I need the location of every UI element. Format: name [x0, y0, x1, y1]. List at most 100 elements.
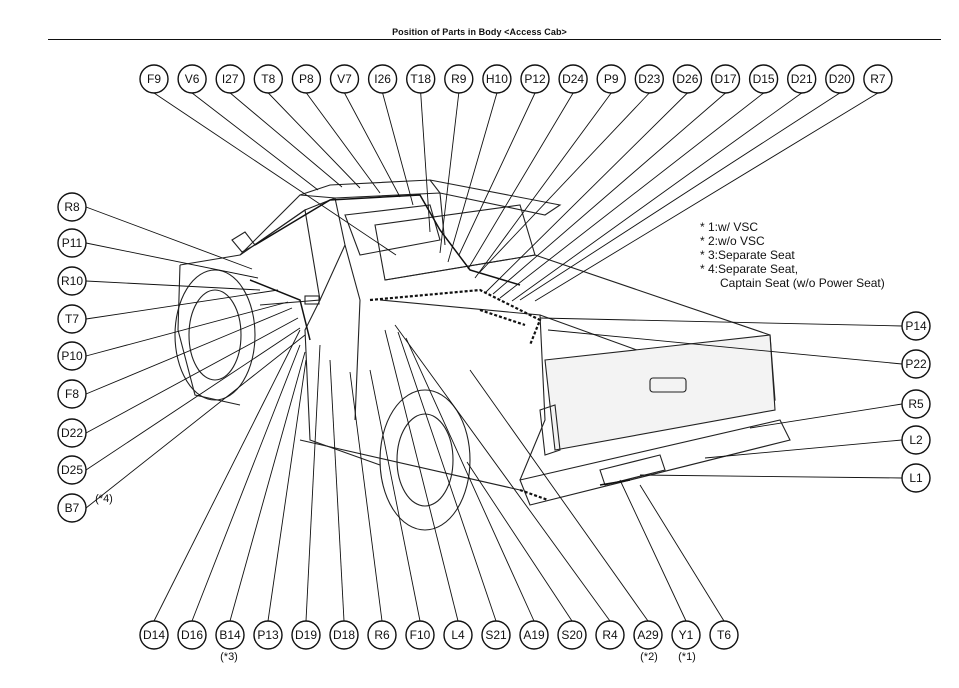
callout-d22: D22 [61, 426, 83, 440]
callout-b14-circle [215, 620, 245, 650]
callout-l4: L4 [451, 628, 465, 642]
callout-d16: D16 [181, 628, 203, 642]
footnote-legend: * 1:w/ VSC * 2:w/o VSC * 3:Separate Seat… [700, 220, 885, 290]
callout-p10-circle [57, 341, 87, 371]
callout-r9: R9 [451, 72, 467, 86]
leader-p13 [267, 359, 307, 622]
callout-d22-circle [57, 418, 87, 448]
leader-t8 [267, 92, 361, 189]
leader-r5 [749, 403, 903, 429]
leader-s21 [397, 331, 497, 622]
leader-l4 [384, 329, 459, 622]
footnote-a29: (*2) [640, 651, 658, 663]
callout-b7: B7 [65, 501, 80, 515]
callout-a19: A19 [523, 628, 545, 642]
leader-h10 [447, 92, 498, 263]
callout-t6-circle [709, 620, 739, 650]
callout-d21: D21 [791, 72, 813, 86]
callout-y1: Y1 [679, 628, 694, 642]
callout-d21-circle [787, 64, 817, 94]
callout-p12-circle [520, 64, 550, 94]
callout-d17: D17 [714, 72, 736, 86]
leader-d18 [329, 359, 345, 622]
title-rule [48, 39, 941, 40]
leader-d24 [467, 92, 574, 270]
footnote-y1: (*1) [678, 651, 696, 663]
leader-a19 [405, 337, 535, 622]
callout-d18: D18 [333, 628, 355, 642]
callout-t6: T6 [717, 628, 731, 642]
leader-d19 [305, 344, 321, 622]
leader-a29 [469, 369, 649, 622]
leader-r7 [534, 92, 879, 302]
callout-b14: B14 [219, 628, 241, 642]
callout-t7-circle [57, 304, 87, 334]
callout-r5: R5 [908, 397, 924, 411]
callout-d20-circle [825, 64, 855, 94]
callout-d16-circle [177, 620, 207, 650]
leader-d21 [511, 92, 802, 302]
callout-l2-circle [901, 425, 931, 455]
callout-d24: D24 [562, 72, 584, 86]
callout-i26: I26 [374, 72, 391, 86]
callout-t8-circle [253, 64, 283, 94]
leader-s20 [466, 461, 573, 622]
callout-d15: D15 [753, 72, 775, 86]
callout-f8: F8 [65, 387, 79, 401]
callout-p9: P9 [604, 72, 619, 86]
leader-p8 [306, 92, 381, 194]
leader-r10 [85, 280, 261, 291]
leader-l1 [639, 474, 903, 479]
leader-r6 [349, 371, 383, 622]
leader-b7 [85, 334, 306, 509]
callout-i27: I27 [222, 72, 239, 86]
leader-b14 [229, 351, 306, 622]
leader-r8 [85, 206, 253, 270]
callout-d14: D14 [143, 628, 165, 642]
callout-t7: T7 [65, 312, 79, 326]
callout-p14: P14 [905, 319, 927, 333]
callout-d26: D26 [676, 72, 698, 86]
truck-illustration [174, 179, 791, 531]
callout-s21-circle [481, 620, 511, 650]
callout-i27-circle [215, 64, 245, 94]
callout-d19: D19 [295, 628, 317, 642]
note-line-3: * 3:Separate Seat [700, 248, 795, 262]
callout-r6: R6 [374, 628, 390, 642]
callout-h10-circle [482, 64, 512, 94]
leader-d16 [191, 344, 301, 622]
leader-l2 [704, 439, 903, 459]
callout-f10-circle [405, 620, 435, 650]
callout-p11-circle [57, 228, 87, 258]
callout-v6: V6 [185, 72, 200, 86]
callout-t18: T18 [410, 72, 431, 86]
note-line-4: * 4:Separate Seat, [700, 262, 798, 276]
callout-s21: S21 [485, 628, 507, 642]
callout-d23-circle [634, 64, 664, 94]
callout-r4-circle [595, 620, 625, 650]
callout-r7: R7 [870, 72, 886, 86]
callout-a29-circle [633, 620, 663, 650]
callout-p8-circle [291, 64, 322, 94]
callout-f9: F9 [147, 72, 161, 86]
callout-p9-circle [596, 64, 626, 94]
callout-p22-circle [901, 349, 931, 379]
callout-r7-circle [863, 64, 893, 94]
callout-d14-circle [139, 620, 169, 650]
leader-d17 [492, 92, 726, 295]
callout-r8: R8 [64, 200, 80, 214]
leader-i27 [229, 92, 343, 188]
leader-t7 [85, 289, 279, 320]
page-title: Position of Parts in Body <Access Cab> [392, 27, 567, 37]
leader-d23 [479, 92, 650, 273]
callout-s20-circle [557, 620, 587, 650]
note-line-1: * 1:w/ VSC [700, 220, 758, 234]
leader-p12 [458, 92, 536, 256]
callout-p13-circle [253, 620, 283, 650]
callout-f8-circle [57, 379, 87, 409]
leader-p10 [85, 301, 289, 357]
leader-d20 [519, 92, 841, 301]
callout-f9-circle [139, 64, 169, 94]
